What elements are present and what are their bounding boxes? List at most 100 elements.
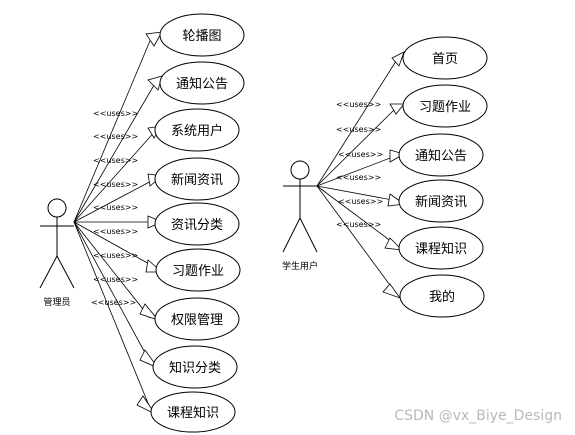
student-actor-head <box>290 160 310 180</box>
student-associations <box>316 57 399 293</box>
admin-uses-labels: <<uses>> <<uses>> <<uses>> <<uses>> <<us… <box>91 109 138 307</box>
student-actor <box>282 160 318 253</box>
use-case-label: 新闻资讯 <box>415 194 467 210</box>
use-case-admin-course-knowledge[interactable]: 课程知识 <box>150 391 236 433</box>
use-case-ellipse <box>398 226 484 270</box>
use-case-label: 轮播图 <box>182 29 221 44</box>
student-uses-label: <<uses>> <box>338 197 383 206</box>
use-case-ellipse <box>154 202 240 246</box>
use-case-admin-system-users[interactable]: 系统用户 <box>154 108 240 152</box>
use-case-ellipse <box>154 157 240 201</box>
use-case-admin-news[interactable]: 新闻资讯 <box>154 157 240 201</box>
use-case-student-course-knowledge[interactable]: 课程知识 <box>398 226 484 270</box>
admin-actor-left-leg <box>39 255 58 289</box>
use-case-ellipse <box>402 36 488 80</box>
admin-uses-label: <<uses>> <box>93 227 138 236</box>
admin-actor-head <box>47 198 67 218</box>
admin-uses-label: <<uses>> <box>93 132 138 141</box>
use-case-student-announcement[interactable]: 通知公告 <box>398 133 484 177</box>
student-arrowheads <box>382 51 406 299</box>
use-case-label: 习题作业 <box>172 264 224 279</box>
admin-uses-label: <<uses>> <box>91 298 136 307</box>
student-uses-label: <<uses>> <box>336 173 381 182</box>
student-association-line <box>316 57 399 187</box>
student-use-cases: 首页 习题作业 通知公告 新闻资讯 课程知识 我的 <box>398 36 488 318</box>
use-case-ellipse <box>399 274 485 318</box>
student-uses-label: <<uses>> <box>336 220 381 229</box>
watermark: CSDN @vx_Biye_Design <box>394 408 562 424</box>
use-case-admin-knowledge-category[interactable]: 知识分类 <box>152 345 238 389</box>
admin-association-line <box>73 221 161 271</box>
use-case-admin-carousel[interactable]: 轮播图 <box>159 13 245 57</box>
use-case-ellipse <box>159 13 245 57</box>
use-case-student-home[interactable]: 首页 <box>402 36 488 80</box>
admin-use-cases: 轮播图 通知公告 系统用户 新闻资讯 资讯分类 习题作业 权限管理 知识分类 <box>150 13 245 433</box>
admin-arrowhead <box>136 395 157 416</box>
student-uses-label: <<uses>> <box>338 150 383 159</box>
use-case-admin-exercises[interactable]: 习题作业 <box>155 248 241 292</box>
admin-actor <box>39 198 75 289</box>
admin-actor-name: 管理员 <box>43 296 70 308</box>
admin-uses-label: <<uses>> <box>93 180 138 189</box>
student-actor-right-leg <box>299 217 318 253</box>
use-case-ellipse <box>154 108 240 152</box>
admin-actor-right-leg <box>56 255 75 289</box>
use-case-label: 课程知识 <box>167 405 219 421</box>
admin-arrowhead <box>139 303 160 321</box>
use-case-label: 课程知识 <box>415 241 467 257</box>
student-arrowhead <box>384 237 404 251</box>
admin-association-line <box>73 79 158 223</box>
student-association-line <box>316 185 399 202</box>
use-case-label: 习题作业 <box>419 100 471 115</box>
student-actor-left-leg <box>282 217 301 253</box>
use-case-label: 系统用户 <box>171 123 223 139</box>
student-association-line <box>316 154 399 187</box>
student-association-line <box>316 185 397 246</box>
use-case-ellipse <box>154 297 240 341</box>
admin-association-line <box>73 35 153 223</box>
use-case-ellipse <box>159 61 245 105</box>
admin-uses-label: <<uses>> <box>93 156 138 165</box>
use-case-student-profile[interactable]: 我的 <box>399 274 485 318</box>
student-uses-label: <<uses>> <box>336 100 381 109</box>
use-case-label: 我的 <box>429 289 455 305</box>
admin-arrowhead <box>145 31 163 47</box>
use-case-label: 通知公告 <box>176 76 228 92</box>
admin-association-line <box>73 221 151 363</box>
admin-uses-label: <<uses>> <box>93 203 138 212</box>
admin-association-line <box>73 127 159 223</box>
student-uses-labels: <<uses>> <<uses>> <<uses>> <<uses>> <<us… <box>336 100 383 229</box>
use-case-ellipse <box>150 391 236 433</box>
use-case-ellipse <box>398 133 484 177</box>
use-case-admin-announcement[interactable]: 通知公告 <box>159 61 245 105</box>
student-arrowhead <box>389 103 405 115</box>
use-case-admin-permissions[interactable]: 权限管理 <box>154 297 240 341</box>
admin-association-line <box>73 221 151 319</box>
student-association-line <box>316 105 399 187</box>
admin-uses-label: <<uses>> <box>93 275 138 284</box>
use-case-ellipse <box>155 248 241 292</box>
use-case-student-news[interactable]: 新闻资讯 <box>398 179 484 223</box>
admin-association-line <box>73 177 158 223</box>
admin-associations <box>73 35 161 409</box>
use-case-ellipse <box>398 179 484 223</box>
use-case-label: 新闻资讯 <box>171 172 223 188</box>
use-case-label: 通知公告 <box>415 148 467 164</box>
use-case-student-exercises[interactable]: 习题作业 <box>402 84 488 128</box>
student-arrowhead <box>382 283 402 299</box>
admin-uses-label: <<uses>> <box>93 251 138 260</box>
admin-association-line <box>73 221 151 409</box>
use-case-label: 资讯分类 <box>171 218 223 233</box>
use-case-label: 首页 <box>432 52 458 67</box>
student-uses-label: <<uses>> <box>336 125 381 134</box>
use-case-label: 权限管理 <box>171 312 223 328</box>
student-actor-name: 学生用户 <box>282 260 318 272</box>
admin-uses-label: <<uses>> <box>93 109 138 118</box>
student-arrowhead <box>391 51 405 67</box>
student-association-line <box>316 185 396 293</box>
use-case-ellipse <box>402 84 488 128</box>
use-case-ellipse <box>152 345 238 389</box>
use-case-label: 知识分类 <box>169 360 221 376</box>
use-case-admin-news-category[interactable]: 资讯分类 <box>154 202 240 246</box>
